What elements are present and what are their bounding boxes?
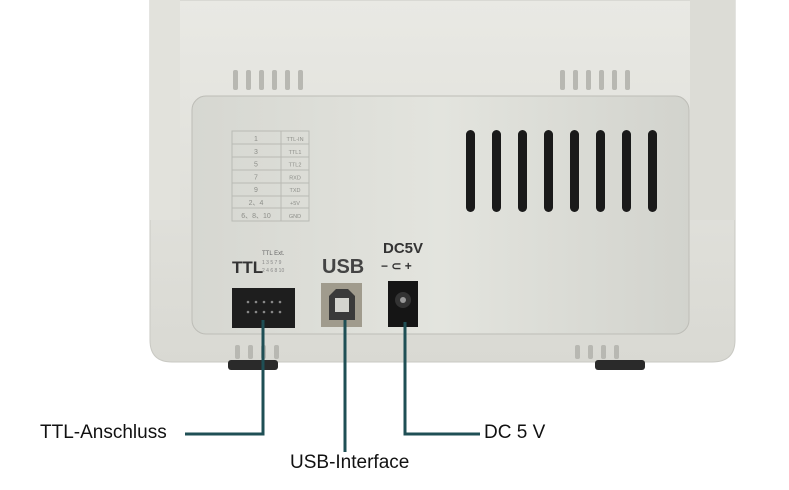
- housing-side-right: [690, 0, 735, 220]
- ttl-port-pins: [246, 300, 282, 314]
- callout-lines: [185, 320, 480, 452]
- pin-signal: TTL2: [289, 163, 302, 169]
- foot-right: [595, 360, 645, 370]
- top-vent-right: [560, 70, 630, 90]
- pin-number: 6、8、10: [241, 213, 271, 220]
- pin-signal: RXD: [289, 175, 301, 181]
- foot-left: [228, 360, 278, 370]
- rear-panel: [191, 95, 690, 335]
- callout-line-dc: [403, 322, 480, 436]
- dc-polarity-label: − ⊂ +: [381, 259, 412, 273]
- pin-signal: GND: [289, 214, 301, 220]
- usb-port-tongue: [335, 298, 349, 312]
- pin-signal: +5V: [290, 201, 300, 207]
- callout-ttl: TTL-Anschluss: [40, 422, 167, 443]
- pin-table-text: 1 TTL-IN 3 TTL1 5 TTL2 7 RXD 9 TXD 2、4 +5V 6、8、10 GND: [241, 136, 303, 220]
- ttl-ext-bottom-pins: 2 4 6 8 10: [262, 268, 285, 274]
- pin-signal: TXD: [290, 188, 301, 194]
- ttl-port-label: TTL: [232, 258, 264, 277]
- pin-signal: TTL-IN: [286, 137, 303, 143]
- pin-number: 1: [254, 136, 258, 143]
- top-vent-left: [233, 70, 303, 90]
- pin-number: 7: [254, 174, 258, 181]
- pin-number: 5: [254, 162, 258, 169]
- pin-number: 2、4: [249, 200, 264, 207]
- callout-line-ttl: [185, 320, 265, 436]
- usb-port-label: USB: [322, 256, 365, 278]
- pin-signal: TTL1: [289, 150, 302, 156]
- rear-vent: [466, 130, 657, 212]
- callout-usb: USB-Interface: [290, 452, 410, 473]
- dc-port-label: DC5V: [383, 240, 424, 257]
- pin-table: [231, 130, 310, 222]
- dc-jack-pin: [400, 297, 406, 303]
- housing-side-left: [150, 0, 180, 220]
- callout-dc: DC 5 V: [484, 422, 546, 443]
- ttl-ext-label: TTL Ext.: [262, 251, 285, 257]
- pin-number: 9: [254, 187, 258, 194]
- ttl-ext-top-pins: 1 3 5 7 9: [262, 260, 282, 266]
- pin-number: 3: [254, 149, 258, 156]
